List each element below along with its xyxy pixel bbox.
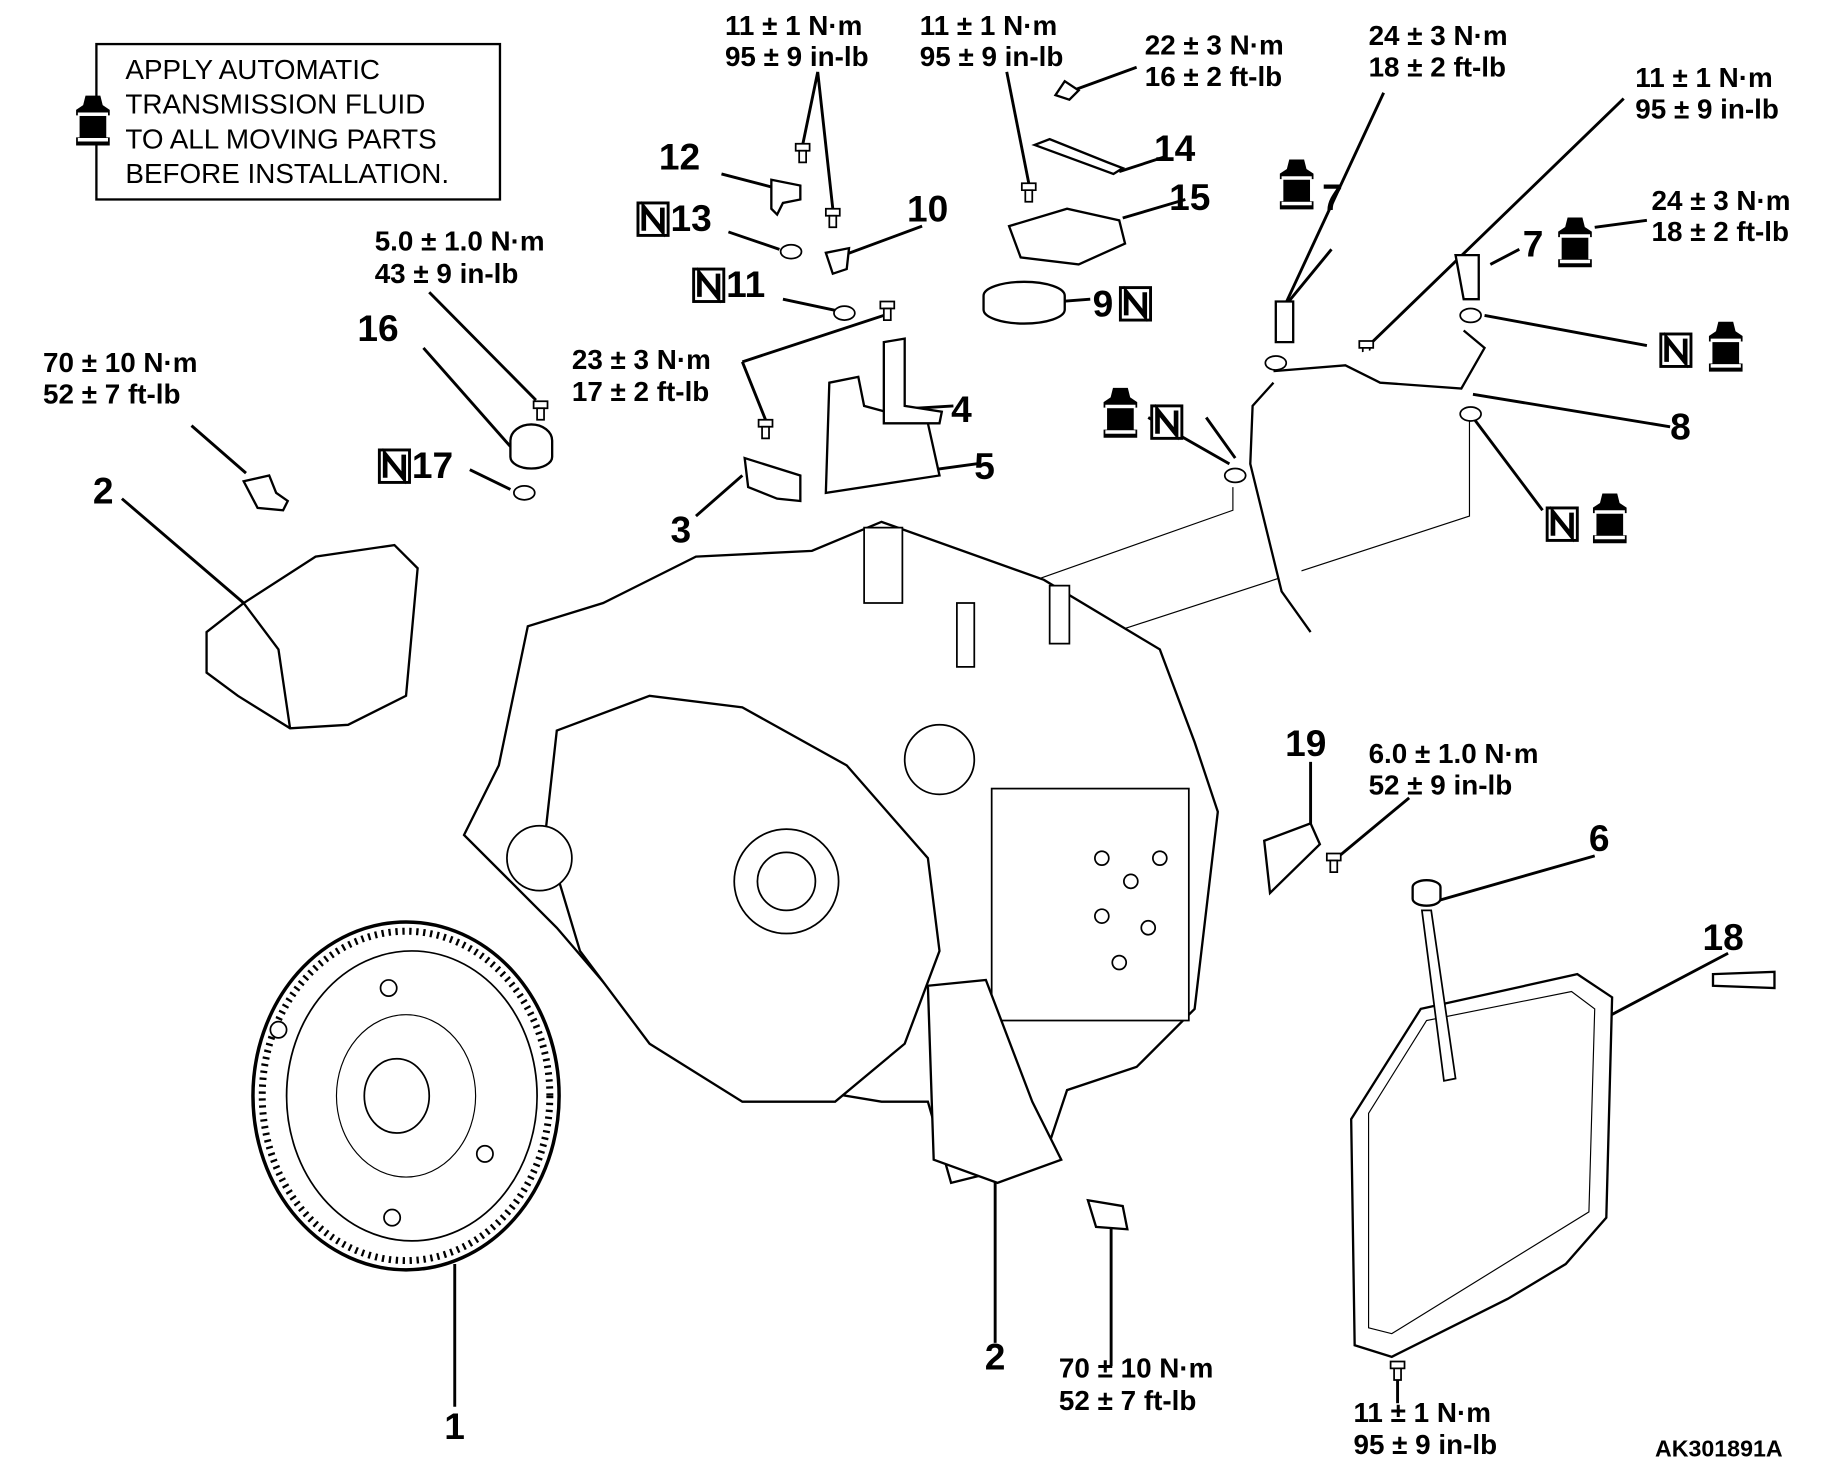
- part-number: 3: [670, 509, 691, 551]
- torque-spec: 5.0 ± 1.0 N·m: [375, 225, 545, 256]
- figure-code: AK301891A: [1655, 1436, 1783, 1462]
- oil-pan: [1350, 879, 1614, 1359]
- lever-14: [1031, 137, 1126, 176]
- small-parts: [241, 79, 1776, 1231]
- torque-spec: 70 ± 10 N·m: [1059, 1353, 1213, 1384]
- torque-spec: 52 ± 7 ft-lb: [43, 379, 180, 410]
- part-number: 2: [93, 469, 114, 511]
- torque-spec: 6.0 ± 1.0 N·m: [1369, 738, 1539, 769]
- torque-spec: 11 ± 1 N·m: [1635, 62, 1772, 93]
- instruction-note: APPLY AUTOMATIC TRANSMISSION FLUID TO AL…: [76, 42, 502, 201]
- new-part-mark: [1547, 508, 1577, 540]
- sensor-10: [824, 246, 851, 276]
- torque-converter-1: [251, 920, 561, 1272]
- part-number: 1: [444, 1405, 465, 1447]
- torque-spec: 95 ± 9 in-lb: [920, 41, 1064, 72]
- mount-2: [205, 543, 419, 730]
- atf-bottle-icon: [1592, 493, 1627, 544]
- drain-plug: [1086, 1198, 1129, 1231]
- new-part-mark: [1152, 406, 1182, 438]
- part-number: 6: [1589, 817, 1610, 859]
- bracket-3: [743, 456, 802, 503]
- atf-bottle-icon: [1708, 321, 1743, 372]
- dipstick-6: [1411, 879, 1442, 907]
- atf-bottle-icon: [1558, 217, 1592, 268]
- atf-bottle-icon: [1103, 387, 1138, 438]
- part-number: 7: [1322, 176, 1343, 218]
- part-number: 2: [985, 1336, 1006, 1378]
- torque-spec: 24 ± 3 N·m: [1369, 20, 1508, 51]
- torque-spec: 52 ± 7 ft-lb: [1059, 1385, 1196, 1416]
- note-line: TRANSMISSION FLUID: [125, 89, 425, 120]
- torque-spec: 22 ± 3 N·m: [1145, 30, 1284, 61]
- part-number: 12: [659, 135, 700, 177]
- note-line: APPLY AUTOMATIC: [125, 54, 380, 85]
- new-part-mark: [694, 269, 724, 301]
- torque-spec: 18 ± 2 ft-lb: [1652, 216, 1789, 247]
- torque-spec: 16 ± 2 ft-lb: [1145, 61, 1282, 92]
- part-number: 7: [1523, 222, 1544, 264]
- bracket-2b: [926, 978, 1063, 1185]
- torque-spec: 70 ± 10 N·m: [43, 347, 197, 378]
- new-part-mark: [379, 450, 409, 482]
- torque-spec: 23 ± 3 N·m: [572, 344, 711, 375]
- torque-specs: 11 ± 1 N·m 95 ± 9 in-lb 11 ± 1 N·m 95 ± …: [43, 10, 1790, 1460]
- part-number: 8: [1670, 406, 1691, 448]
- part-number: 16: [357, 307, 398, 349]
- bracket-4: [882, 337, 944, 425]
- part-number: 9: [1093, 283, 1114, 325]
- part-number: 5: [974, 445, 995, 487]
- new-part-mark: [638, 203, 668, 235]
- note-line: BEFORE INSTALLATION.: [125, 158, 449, 189]
- torque-spec: 95 ± 9 in-lb: [1353, 1429, 1497, 1460]
- part-number: 19: [1285, 722, 1326, 764]
- torque-spec: 52 ± 9 in-lb: [1369, 769, 1513, 800]
- part-number: 14: [1154, 127, 1196, 169]
- torque-spec: 24 ± 3 N·m: [1652, 185, 1791, 216]
- plug-9: [982, 280, 1066, 325]
- torque-spec: 95 ± 9 in-lb: [725, 41, 869, 72]
- torque-spec: 95 ± 9 in-lb: [1635, 93, 1779, 124]
- part-number: 11: [726, 263, 765, 305]
- torque-spec: 43 ± 9 in-lb: [375, 258, 519, 289]
- part-number: 4: [951, 388, 972, 430]
- transmission-case: [462, 520, 1219, 1185]
- cover-16: [509, 423, 554, 470]
- torque-spec: 11 ± 1 N·m: [1353, 1397, 1490, 1428]
- torque-spec: 17 ± 2 ft-lb: [572, 376, 709, 407]
- part-number: 10: [907, 187, 948, 229]
- part-number: 15: [1169, 176, 1210, 218]
- torque-spec: 11 ± 1 N·m: [725, 10, 862, 41]
- atf-bottle-icon: [1279, 159, 1314, 210]
- new-part-mark: [1661, 334, 1691, 366]
- switch-15: [1007, 207, 1127, 266]
- leader-lines: [120, 65, 1729, 1407]
- sealant-tube: [1711, 970, 1776, 990]
- part-number: 18: [1703, 916, 1744, 958]
- torque-spec: 18 ± 2 ft-lb: [1369, 52, 1506, 83]
- sensor-12: [770, 178, 802, 217]
- note-line: TO ALL MOVING PARTS: [125, 123, 436, 154]
- torque-spec: 11 ± 1 N·m: [920, 10, 1057, 41]
- bolt-2: [241, 474, 290, 512]
- part-number: 13: [670, 197, 711, 239]
- bracket-19: [1262, 821, 1322, 896]
- new-part-mark: [1120, 288, 1150, 320]
- part-numbers: 12 13 10 11 14 15 9 7 7 8 16 4 5 17 3 2 …: [93, 127, 1744, 1447]
- part-number: 17: [412, 444, 453, 486]
